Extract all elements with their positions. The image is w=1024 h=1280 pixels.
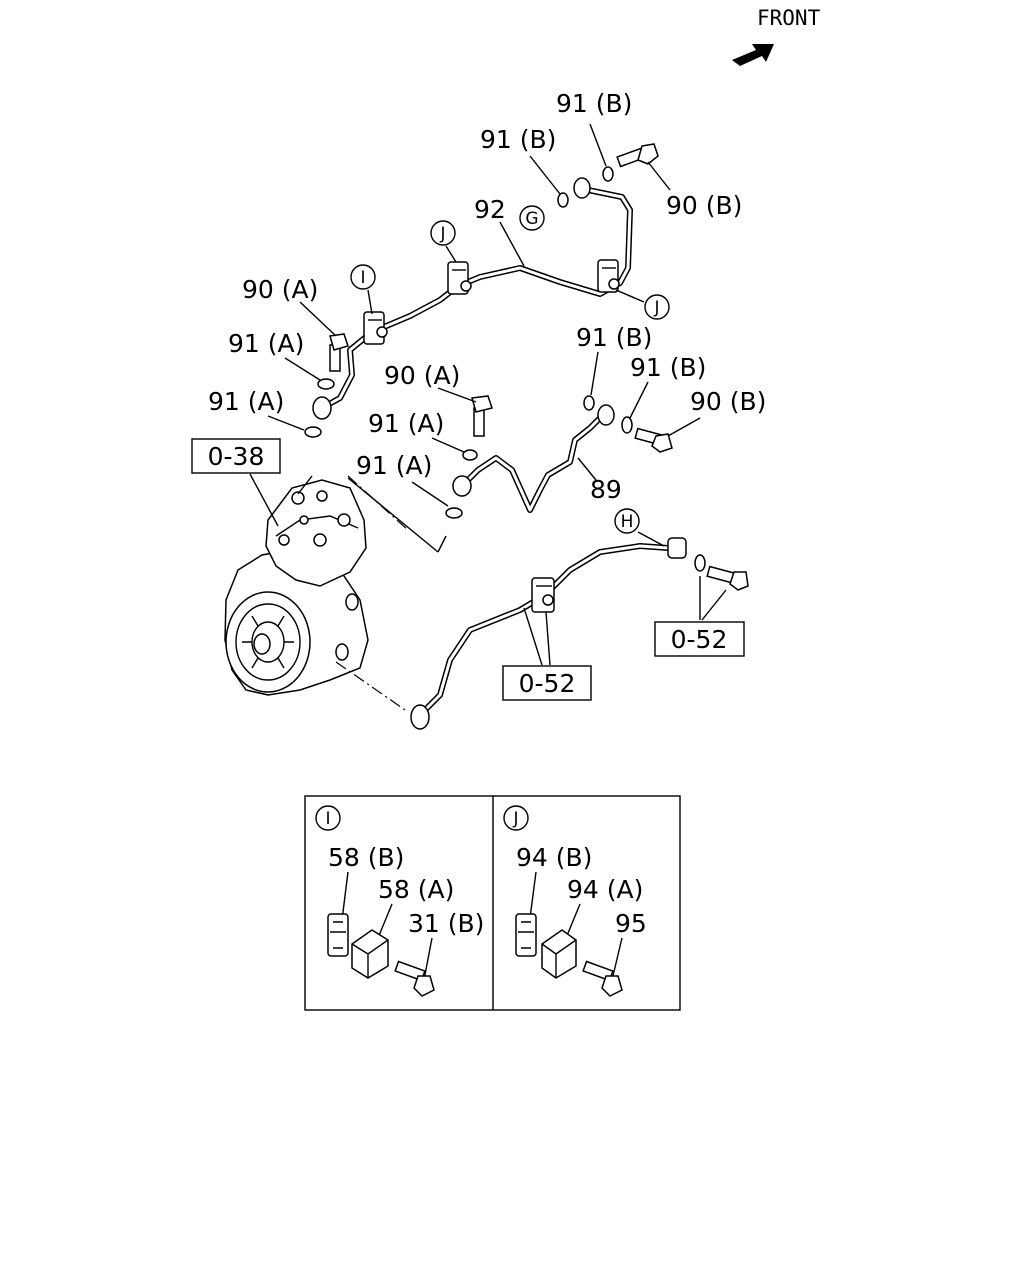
pipe-89-fitting-left (452, 475, 472, 497)
washer-91b-top (602, 166, 614, 182)
washer-91a-bottom (445, 507, 463, 519)
label-91a-left: 91 (A) (228, 329, 304, 358)
label-91b-mid: 91 (B) (576, 323, 652, 352)
inset-i: I 58 (B) 58 (A) 31 (B) (315, 805, 484, 997)
washer-91a-left (317, 378, 335, 390)
label-90a-left: 90 (A) (242, 275, 318, 304)
marker-j-right: J (644, 294, 670, 320)
svg-text:I: I (325, 809, 330, 829)
clamp-58b (327, 913, 349, 957)
marker-h: H (614, 508, 640, 534)
svg-text:0-52: 0-52 (671, 625, 728, 654)
bolt-90b-mid (634, 427, 673, 453)
washer-91b-right (621, 416, 633, 434)
pipe-lower-eye-fitting (410, 704, 430, 730)
clamp-lower (531, 577, 555, 613)
washer-91b-mid (583, 395, 595, 411)
pipe-89-fitting-right (597, 404, 615, 426)
label-90a-mid: 90 (A) (384, 361, 460, 390)
label-91b-second: 91 (B) (480, 125, 556, 154)
marker-g: G (519, 205, 545, 231)
clamp-i (363, 311, 388, 345)
inset-j: J 94 (B) 94 (A) 95 (503, 805, 647, 997)
clamp-j-right (597, 259, 620, 293)
inset-j-marker: J (503, 805, 529, 831)
front-arrow-icon (732, 44, 774, 66)
dash-leader-compressor (335, 661, 409, 713)
front-label: FRONT (757, 6, 821, 30)
inset-i-label-58a: 58 (A) (378, 875, 454, 904)
air-compressor (224, 479, 369, 696)
bolt-31b (394, 960, 435, 997)
marker-i-upper: I (350, 264, 376, 290)
label-90b-top: 90 (B) (666, 191, 742, 220)
washer-91a-lower (304, 426, 322, 438)
washer-91a-mid (462, 449, 478, 461)
svg-text:J: J (653, 298, 659, 318)
ref-box-0-38: 0-38 (191, 438, 281, 474)
svg-text:0-52: 0-52 (519, 669, 576, 698)
pipe-lower-nut (667, 537, 687, 559)
pipe-89 (459, 415, 603, 513)
clamp-94a (541, 929, 577, 979)
svg-text:G: G (525, 209, 538, 229)
label-91b-top: 91 (B) (556, 89, 632, 118)
clamp-94b (515, 913, 537, 957)
svg-text:J: J (512, 809, 518, 829)
marker-j-upper: J (430, 220, 456, 246)
clamp-58a (351, 929, 389, 979)
bolt-90a-left (329, 333, 349, 372)
inset-j-label-95: 95 (615, 909, 647, 938)
inset-j-label-94b: 94 (B) (516, 843, 592, 872)
washer-lower-right (694, 554, 706, 572)
label-91b-right: 91 (B) (630, 353, 706, 382)
label-90b-mid: 90 (B) (690, 387, 766, 416)
label-91a-bottom: 91 (A) (356, 451, 432, 480)
inset-i-label-31b: 31 (B) (408, 909, 484, 938)
label-92: 92 (474, 195, 506, 224)
pipe-92 (319, 187, 633, 411)
bolt-lower-right (706, 565, 749, 591)
label-91a-lower: 91 (A) (208, 387, 284, 416)
pipe-92-fitting-right (573, 177, 591, 199)
svg-text:0-38: 0-38 (208, 442, 265, 471)
ref-box-0-52-center: 0-52 (502, 665, 592, 701)
svg-text:H: H (621, 512, 634, 532)
ref-box-0-52-right: 0-52 (654, 621, 745, 657)
inset-i-label-58b: 58 (B) (328, 843, 404, 872)
bolt-90b-top (616, 143, 659, 168)
inset-j-label-94a: 94 (A) (567, 875, 643, 904)
leader-lines (249, 123, 727, 666)
svg-text:I: I (360, 268, 365, 288)
washer-91b-second (557, 192, 569, 208)
bolt-95 (582, 960, 623, 997)
bolt-90a-mid (471, 395, 493, 437)
clamp-j-upper (447, 261, 472, 295)
inset-panel (304, 795, 681, 1011)
svg-text:J: J (439, 224, 445, 244)
inset-i-marker: I (315, 805, 341, 831)
label-91a-mid: 91 (A) (368, 409, 444, 438)
pipe-92-fitting-left (312, 396, 332, 420)
dash-leader-head (347, 475, 409, 531)
label-89: 89 (590, 475, 622, 504)
